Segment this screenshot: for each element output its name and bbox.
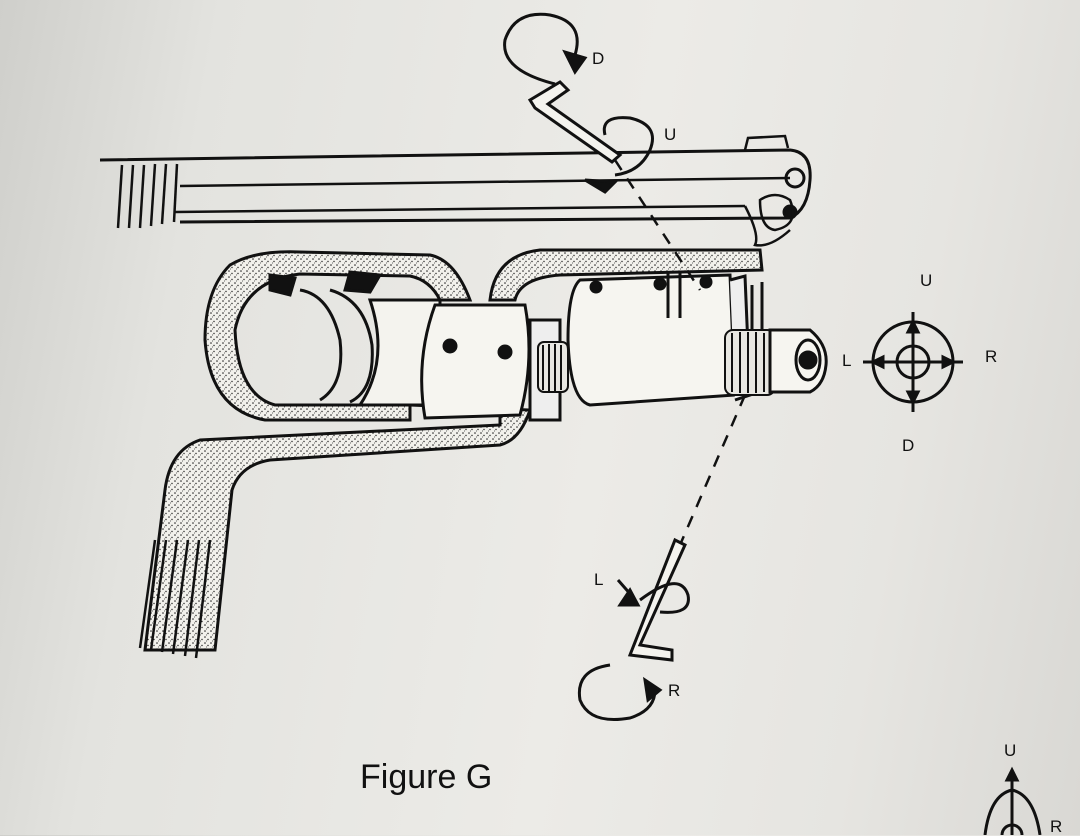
reticle-diagram [863, 312, 963, 412]
label-reticle-up: U [920, 271, 933, 290]
top-allen-wrench [503, 12, 654, 194]
adjustment-turret [566, 272, 764, 407]
dashed-guide-lines [613, 159, 747, 546]
label-reticle-right: R [985, 347, 998, 366]
label-top-wrench-turn: U [664, 125, 677, 144]
figure-caption: Figure G [360, 758, 493, 796]
label-corner-right: R [1050, 817, 1063, 836]
label-reticle-left: L [842, 351, 852, 370]
grip-hatching [116, 163, 179, 229]
corner-partial-reticle [983, 766, 1042, 835]
label-reticle-down: D [902, 436, 915, 455]
label-bottom-wrench-turn: L [594, 570, 604, 589]
lower-grip-hatching [138, 539, 212, 659]
cylinder [299, 288, 442, 407]
eyepiece [768, 328, 828, 394]
bottom-allen-wrench [577, 537, 690, 721]
knurled-ring-right [724, 329, 776, 396]
label-top-wrench-dir: D [592, 49, 605, 68]
barrel [99, 134, 812, 247]
label-bottom-wrench-dir: R [668, 681, 681, 700]
frame [143, 248, 764, 652]
label-corner-up: U [1004, 741, 1017, 760]
knurled-ring-left [537, 341, 569, 393]
